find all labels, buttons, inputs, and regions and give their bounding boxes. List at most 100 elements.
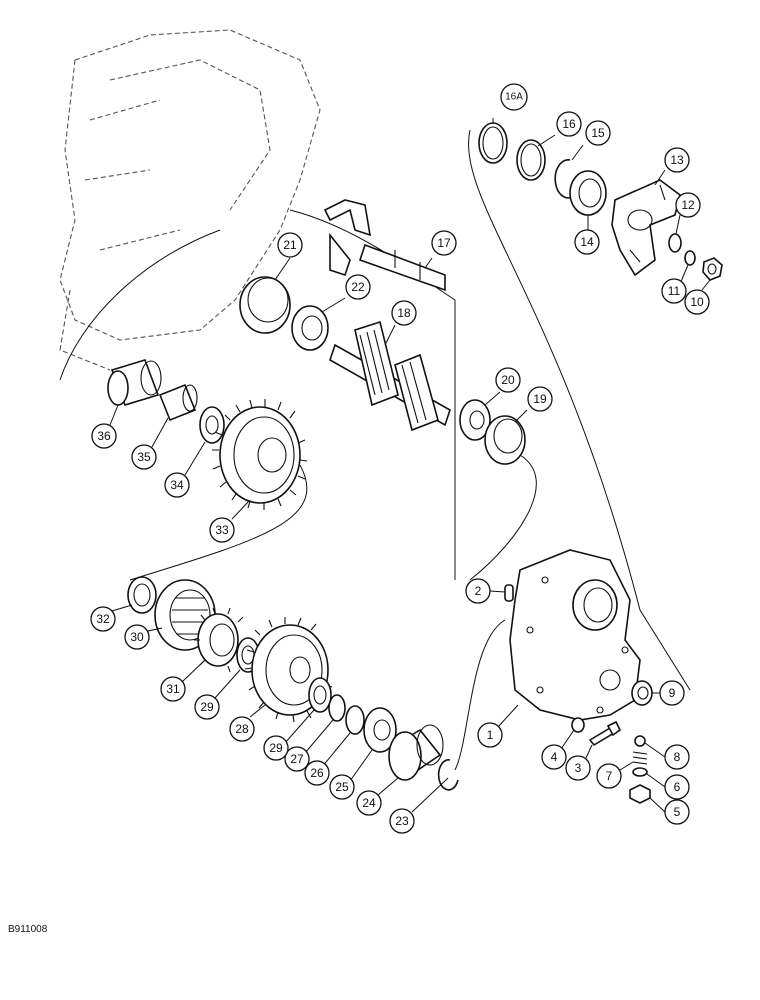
callout-7-label: 7 [606, 769, 613, 783]
seal-9 [631, 680, 653, 706]
gear-31 [194, 607, 244, 673]
callout-17: 17 [431, 230, 457, 256]
callout-2: 2 [465, 578, 491, 604]
callout-26: 26 [304, 760, 330, 786]
spring-7 [632, 751, 648, 765]
callout-3: 3 [565, 755, 591, 781]
washer-4 [571, 717, 585, 733]
callout-29a: 29 [194, 694, 220, 720]
callout-4-label: 4 [551, 750, 558, 764]
callout-32: 32 [90, 606, 116, 632]
callout-21-label: 21 [283, 238, 297, 252]
callout-19-label: 19 [533, 392, 547, 406]
callout-6: 6 [664, 774, 690, 800]
callout-30: 30 [124, 624, 150, 650]
dowel-2 [504, 584, 514, 602]
sleeve-35 [158, 383, 198, 422]
gear-33 [212, 399, 308, 510]
callout-13: 13 [664, 147, 690, 173]
callout-29b: 29 [263, 735, 289, 761]
callout-7: 7 [596, 763, 622, 789]
ring-27 [328, 694, 346, 722]
shim-32 [127, 576, 157, 614]
figure-id: B911008 [8, 924, 48, 935]
snap-ring-16a [478, 122, 508, 164]
callout-19: 19 [527, 386, 553, 412]
callout-4: 4 [541, 744, 567, 770]
callout-22-label: 22 [351, 280, 365, 294]
callout-26-label: 26 [310, 766, 324, 780]
callout-27: 27 [284, 746, 310, 772]
needle-bearing-36 [107, 359, 162, 406]
callout-29a-label: 29 [200, 700, 214, 714]
callout-31-label: 31 [166, 682, 180, 696]
shift-fork-17 [323, 199, 446, 292]
thrust-washer-34 [199, 406, 225, 444]
bearing-cup-21 [239, 276, 291, 334]
callout-11-label: 11 [668, 284, 681, 298]
callout-20: 20 [495, 367, 521, 393]
callout-10-label: 10 [690, 295, 704, 309]
callout-1: 1 [477, 722, 503, 748]
snap-ring-23 [437, 759, 459, 791]
guide-lines [59, 129, 691, 771]
callout-20-label: 20 [501, 373, 515, 387]
callout-29b-label: 29 [269, 741, 283, 755]
callout-14-label: 14 [580, 235, 594, 249]
bearing-cup-24 [388, 724, 444, 781]
callout-11: 11 [661, 278, 687, 304]
callout-28: 28 [229, 716, 255, 742]
callout-24: 24 [356, 790, 382, 816]
plug-5 [629, 784, 651, 804]
transfer-case-housing-1 [509, 549, 641, 721]
callout-13-label: 13 [670, 153, 684, 167]
callout-12: 12 [675, 192, 701, 218]
cluster-shaft-18 [329, 320, 451, 432]
washer-12 [668, 233, 682, 253]
callout-36: 36 [91, 423, 117, 449]
callout-24-label: 24 [362, 796, 376, 810]
o-ring-6 [632, 767, 648, 777]
callout-33: 33 [209, 517, 235, 543]
ring-16 [516, 139, 546, 181]
nut-10 [702, 257, 723, 281]
callout-3-label: 3 [575, 761, 582, 775]
seal-14 [569, 170, 607, 216]
callout-8-label: 8 [674, 750, 681, 764]
callout-16a: 16A [500, 83, 528, 111]
transmission-housing-ghost [59, 29, 321, 371]
callout-18-label: 18 [397, 306, 411, 320]
ring-26 [345, 705, 365, 735]
callout-25: 25 [329, 774, 355, 800]
washer-11 [684, 250, 696, 266]
callout-33-label: 33 [215, 523, 229, 537]
callout-10: 10 [684, 289, 710, 315]
callout-36-label: 36 [97, 429, 111, 443]
thrust-washer-29b [308, 677, 332, 713]
callout-9-label: 9 [669, 686, 676, 700]
callout-8: 8 [664, 744, 690, 770]
callout-1-label: 1 [487, 728, 494, 742]
callout-35: 35 [131, 444, 157, 470]
callout-16: 16 [556, 111, 582, 137]
callout-16-label: 16 [562, 117, 576, 131]
callout-32-label: 32 [96, 612, 110, 626]
ball-8 [634, 735, 646, 747]
callout-34: 34 [164, 472, 190, 498]
callout-27-label: 27 [290, 752, 304, 766]
callout-5-label: 5 [674, 805, 681, 819]
callout-18: 18 [391, 300, 417, 326]
bolt-3 [588, 720, 622, 747]
bearing-cup-19 [484, 415, 526, 465]
callout-9: 9 [659, 680, 685, 706]
callout-15-label: 15 [591, 126, 605, 140]
callout-15: 15 [585, 120, 611, 146]
callout-31: 31 [160, 676, 186, 702]
yoke-13 [611, 179, 681, 277]
callout-17-label: 17 [437, 236, 451, 250]
callout-6-label: 6 [674, 780, 681, 794]
bearing-cone-22 [291, 305, 329, 351]
callout-14: 14 [574, 229, 600, 255]
callout-2-label: 2 [475, 584, 482, 598]
